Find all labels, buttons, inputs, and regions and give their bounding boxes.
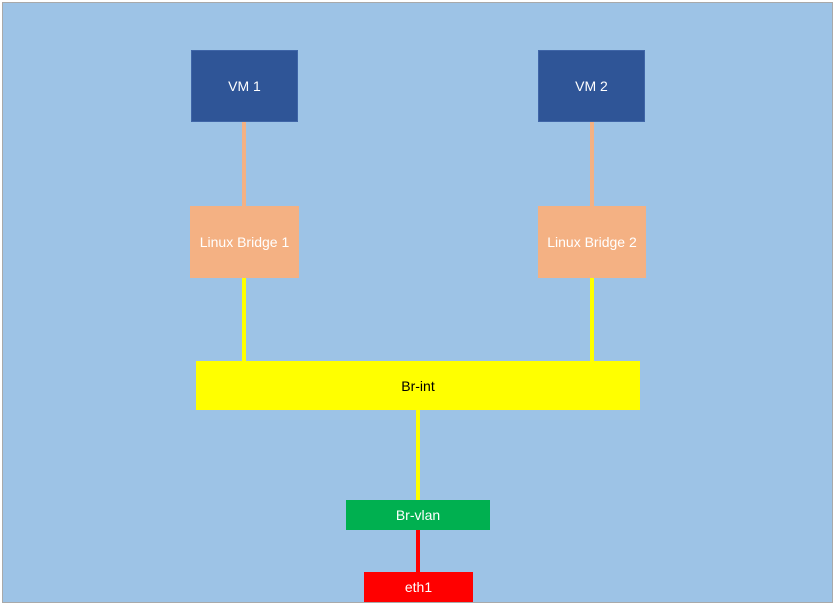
linux-bridge-2-node[interactable]: Linux Bridge 2 xyxy=(538,206,646,278)
br-vlan-label: Br-vlan xyxy=(395,507,441,523)
eth1-label: eth1 xyxy=(404,579,433,595)
vm-2-label: VM 2 xyxy=(575,78,608,94)
linux-bridge-2-label: Linux Bridge 2 xyxy=(547,234,637,250)
link-linux-bridge-2-br-int xyxy=(590,277,594,362)
br-vlan-node[interactable]: Br-vlan xyxy=(346,500,490,530)
vm-1-label: VM 1 xyxy=(228,78,261,94)
vm-1-node[interactable]: VM 1 xyxy=(191,50,298,122)
link-vm1-linux-bridge-1 xyxy=(242,122,246,207)
vm-2-node[interactable]: VM 2 xyxy=(538,50,645,122)
link-br-vlan-eth1 xyxy=(416,529,420,573)
br-int-label: Br-int xyxy=(401,377,435,394)
eth1-node[interactable]: eth1 xyxy=(364,572,473,602)
link-linux-bridge-1-br-int xyxy=(242,277,246,362)
br-int-node[interactable]: Br-int xyxy=(196,361,640,410)
link-br-int-br-vlan xyxy=(416,409,420,501)
linux-bridge-1-node[interactable]: Linux Bridge 1 xyxy=(190,206,299,278)
linux-bridge-1-label: Linux Bridge 1 xyxy=(199,234,290,250)
link-vm2-linux-bridge-2 xyxy=(590,122,594,207)
